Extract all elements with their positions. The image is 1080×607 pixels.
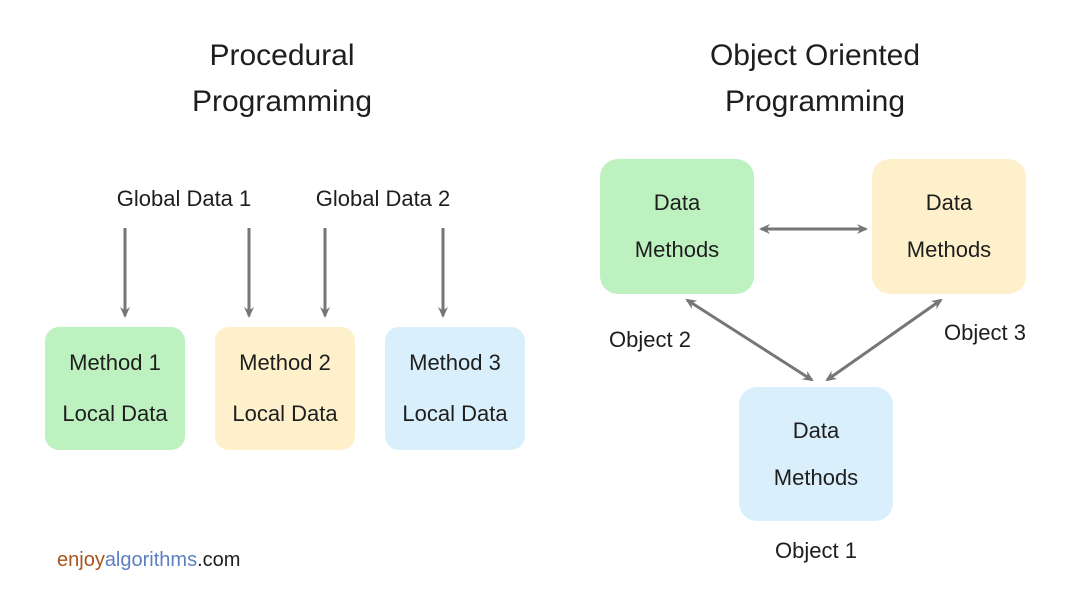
- procedural-title-line2: Programming: [191, 85, 373, 118]
- object-3-methods: Methods: [906, 237, 992, 262]
- object-3-data: Data: [925, 190, 973, 215]
- brand-algorithms: algorithms: [104, 549, 198, 571]
- procedural-title-line1: Procedural: [209, 39, 355, 72]
- object-2-label: Object 2: [609, 327, 691, 352]
- method-3-box: Method 3 Local Data: [385, 327, 525, 450]
- object-1-label: Object 1: [775, 538, 857, 563]
- method-3-local-data: Local Data: [402, 401, 508, 426]
- object-1-box: Data Methods: [739, 387, 893, 521]
- arrow-object2-object1: [685, 298, 814, 382]
- object-2-data: Data: [653, 190, 701, 215]
- oop-title: Object Oriented Programming: [710, 33, 920, 125]
- method-3-title: Method 3: [409, 350, 501, 375]
- global-data-1-label: Global Data 1: [116, 186, 252, 211]
- object-3-label: Object 3: [944, 320, 1026, 345]
- method-1-title: Method 1: [69, 350, 161, 375]
- object-1-methods: Methods: [773, 464, 859, 490]
- oop-title-line1: Object Oriented: [709, 39, 921, 72]
- brand-enjoy: enjoy: [57, 549, 105, 571]
- method-2-box: Method 2 Local Data: [215, 327, 355, 450]
- method-2-local-data: Local Data: [232, 401, 338, 426]
- object-1-data: Data: [792, 417, 840, 443]
- arrow-object3-object1: [825, 298, 943, 382]
- brand-tld: .com: [197, 549, 241, 571]
- method-1-local-data: Local Data: [62, 401, 168, 426]
- global-data-2-label: Global Data 2: [315, 186, 451, 211]
- procedural-title: Procedural Programming: [192, 33, 372, 125]
- object-3-box: Data Methods: [872, 159, 1026, 294]
- brand-footer: enjoyalgorithms.com: [57, 548, 240, 572]
- method-1-box: Method 1 Local Data: [45, 327, 185, 450]
- object-2-methods: Methods: [634, 237, 720, 262]
- method-2-title: Method 2: [239, 350, 331, 375]
- object-2-box: Data Methods: [600, 159, 754, 294]
- oop-title-line2: Programming: [724, 85, 906, 118]
